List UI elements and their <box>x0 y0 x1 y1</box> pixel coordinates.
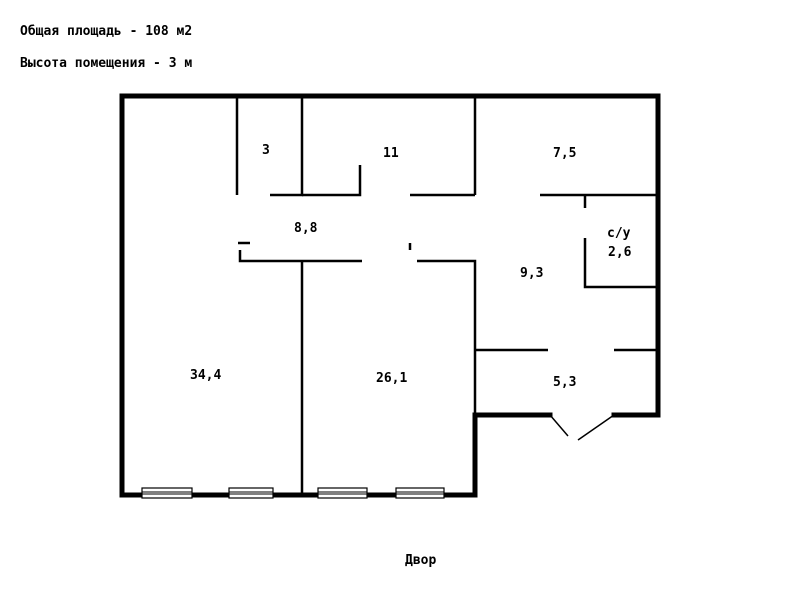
entrance-door <box>549 414 615 441</box>
windows <box>141 487 445 499</box>
wall-closet-right <box>270 96 304 197</box>
room-label-closet: 3 <box>262 143 270 158</box>
room-label-corridor: 8,8 <box>294 221 318 236</box>
room-label-bathroom-name: с/у <box>607 226 631 241</box>
room-label-living-medium: 26,1 <box>376 371 407 386</box>
yard-label: Двор <box>405 553 437 568</box>
outer-walls <box>119 93 661 498</box>
wall-corridor-bottom-right <box>417 259 477 415</box>
window <box>395 487 445 499</box>
window <box>317 487 368 499</box>
window <box>228 487 274 499</box>
room-label-bathroom-area: 2,6 <box>608 245 632 260</box>
room-label-entrance: 5,3 <box>553 375 576 390</box>
door-leaf-right <box>577 414 615 441</box>
door-leaf-left <box>549 414 569 437</box>
outer-wall-bottom <box>119 93 478 498</box>
ceiling-height-caption: Высота помещения - 3 м <box>20 56 193 71</box>
room-label-room-11: 11 <box>383 146 399 161</box>
wall-corridor-bottom-left <box>238 250 362 263</box>
room-label-living-large: 34,4 <box>190 368 221 383</box>
wall-bathroom <box>583 238 658 289</box>
total-area-caption: Общая площадь - 108 м2 <box>20 24 193 39</box>
outer-wall <box>119 93 661 418</box>
wall-room11-bottom-left <box>302 165 362 197</box>
room-label-hall: 9,3 <box>520 266 543 281</box>
window <box>141 487 193 499</box>
interior-walls <box>235 96 658 495</box>
room-label-kitchen: 7,5 <box>553 146 576 161</box>
